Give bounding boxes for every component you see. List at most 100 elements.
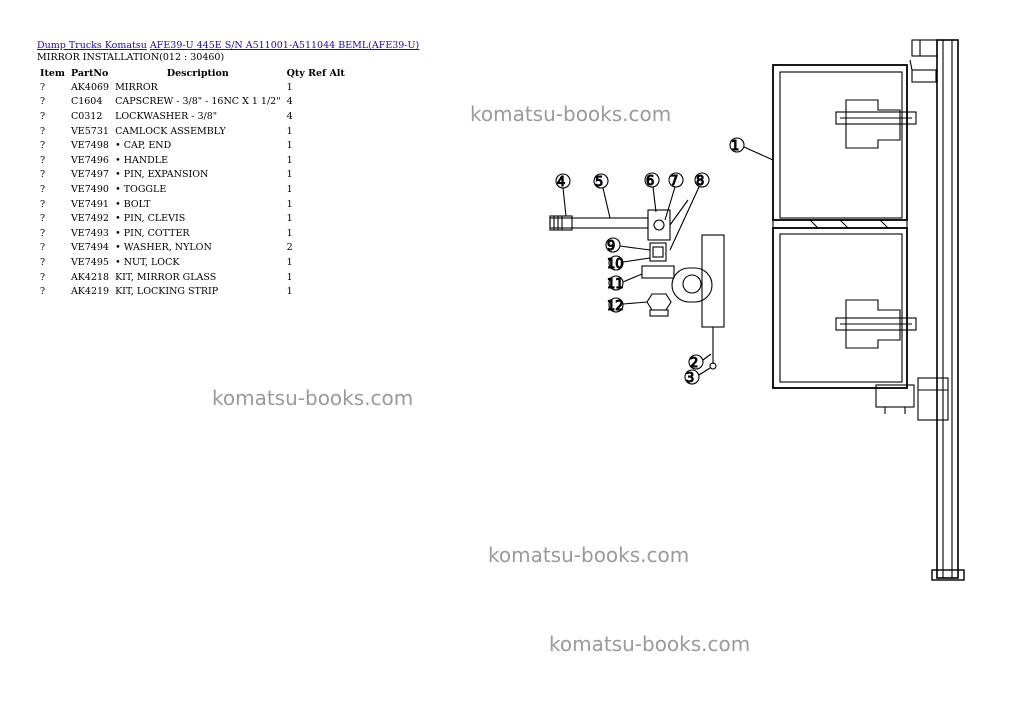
svg-text:6: 6	[646, 174, 654, 189]
callout-1: 1	[729, 137, 774, 161]
cell-qty: 1	[286, 286, 293, 298]
cell-partno: VE7494	[70, 242, 109, 254]
table-row: ? VE7492 • PIN, CLEVIS 1	[37, 211, 348, 226]
svg-text:11: 11	[607, 277, 624, 292]
svg-text:3: 3	[686, 371, 694, 386]
cell-qty: 4	[286, 110, 293, 122]
watermark: komatsu-books.com	[470, 102, 672, 126]
svg-text:1: 1	[731, 139, 739, 154]
callout-6: 6	[644, 172, 660, 213]
cell-partno: VE7497	[70, 169, 109, 181]
cell-partno: AK4219	[70, 286, 110, 298]
table-row: ? AK4069 MIRROR 1	[37, 80, 348, 95]
cell-description: • TOGGLE	[115, 183, 167, 195]
cell-qty: 1	[286, 213, 293, 225]
cell-partno: VE7492	[70, 213, 109, 225]
cell-qty: 1	[286, 198, 293, 210]
cell-qty: 2	[286, 242, 293, 254]
cell-partno: VE7493	[70, 227, 109, 239]
watermark: komatsu-books.com	[212, 386, 414, 410]
cell-item: ?	[40, 271, 46, 283]
cell-description: • BOLT	[115, 198, 151, 210]
cell-qty: 1	[286, 169, 293, 181]
watermark: komatsu-books.com	[488, 543, 690, 567]
cell-item: ?	[40, 256, 46, 268]
table-row: ? AK4218 KIT, MIRROR GLASS 1	[37, 270, 348, 285]
cell-qty: 1	[286, 81, 293, 93]
mirror-installation-diagram: 1 2 3 4 5 6 7 8 9 10 11 12	[549, 39, 965, 581]
table-row: ? VE7496 • HANDLE 1	[37, 153, 348, 168]
svg-text:4: 4	[557, 175, 565, 190]
table-row: ? C0312 LOCKWASHER - 3/8" 4	[37, 109, 348, 124]
svg-text:2: 2	[690, 356, 698, 371]
cell-item: ?	[40, 125, 46, 137]
cell-item: ?	[40, 110, 46, 122]
parts-table: Item PartNo Description Qty Ref Alt ? AK4…	[37, 66, 348, 299]
cell-qty: 1	[286, 256, 293, 268]
callout-12: 12	[606, 297, 648, 315]
callout-10: 10	[606, 255, 651, 273]
header-item: Item	[40, 67, 65, 79]
cell-description: • PIN, CLEVIS	[115, 213, 186, 225]
breadcrumb-link-category[interactable]: Dump Trucks Komatsu	[37, 40, 147, 51]
cell-qty: 1	[286, 271, 293, 283]
cell-partno: C0312	[70, 110, 103, 122]
cell-qty: 1	[286, 154, 293, 166]
cell-qty: 1	[286, 227, 293, 239]
cell-description: MIRROR	[115, 81, 158, 93]
cell-item: ?	[40, 154, 46, 166]
cell-partno: AK4218	[70, 271, 110, 283]
cell-item: ?	[40, 169, 46, 181]
callout-7: 7	[664, 172, 684, 221]
cell-description: KIT, LOCKING STRIP	[115, 286, 219, 298]
lower-bracket	[835, 299, 949, 421]
breadcrumb: Dump Trucks Komatsu AFE39-U 445E S/N A51…	[37, 40, 419, 51]
cell-description: • NUT, LOCK	[115, 256, 180, 268]
cell-description: • PIN, EXPANSION	[115, 169, 209, 181]
cell-description: • CAP, END	[115, 140, 172, 152]
callout-5: 5	[593, 173, 611, 219]
cell-description: KIT, MIRROR GLASS	[115, 271, 217, 283]
cell-item: ?	[40, 81, 46, 93]
callout-3: 3	[684, 367, 711, 387]
page-title: MIRROR INSTALLATION(012 : 30460)	[37, 52, 225, 63]
cell-description: CAMLOCK ASSEMBLY	[115, 125, 226, 137]
table-row: ? VE7495 • NUT, LOCK 1	[37, 255, 348, 270]
camlock-assembly	[549, 199, 725, 370]
cell-item: ?	[40, 183, 46, 195]
table-row: ? VE7497 • PIN, EXPANSION 1	[37, 168, 348, 183]
cell-partno: VE7496	[70, 154, 109, 166]
header-alt: Alt	[329, 67, 345, 79]
cell-description: • HANDLE	[115, 154, 169, 166]
cell-description: LOCKWASHER - 3/8"	[115, 110, 218, 122]
svg-text:9: 9	[607, 239, 615, 254]
svg-text:8: 8	[696, 174, 704, 189]
cell-qty: 1	[286, 140, 293, 152]
cell-partno: AK4069	[70, 81, 110, 93]
cell-item: ?	[40, 213, 46, 225]
table-header-row: Item PartNo Description Qty Ref Alt	[37, 66, 348, 80]
callout-4: 4	[555, 173, 571, 217]
cell-qty: 1	[286, 183, 293, 195]
cell-partno: VE7495	[70, 256, 109, 268]
cell-partno: VE5731	[70, 125, 109, 137]
callout-11: 11	[606, 273, 643, 293]
header-ref: Ref	[308, 67, 327, 79]
header-qty-ref-alt: Qty Ref Alt	[284, 66, 348, 80]
cell-item: ?	[40, 227, 46, 239]
mounting-post	[909, 39, 965, 581]
svg-text:7: 7	[670, 174, 678, 189]
cell-qty: 4	[286, 96, 293, 108]
svg-text:5: 5	[595, 175, 603, 190]
cell-item: ?	[40, 96, 46, 108]
breadcrumb-link-model[interactable]: AFE39-U 445E S/N A511001-A511044 BEML(AF…	[149, 40, 420, 51]
cell-partno: C1604	[70, 96, 103, 108]
callout-8: 8	[669, 172, 710, 251]
